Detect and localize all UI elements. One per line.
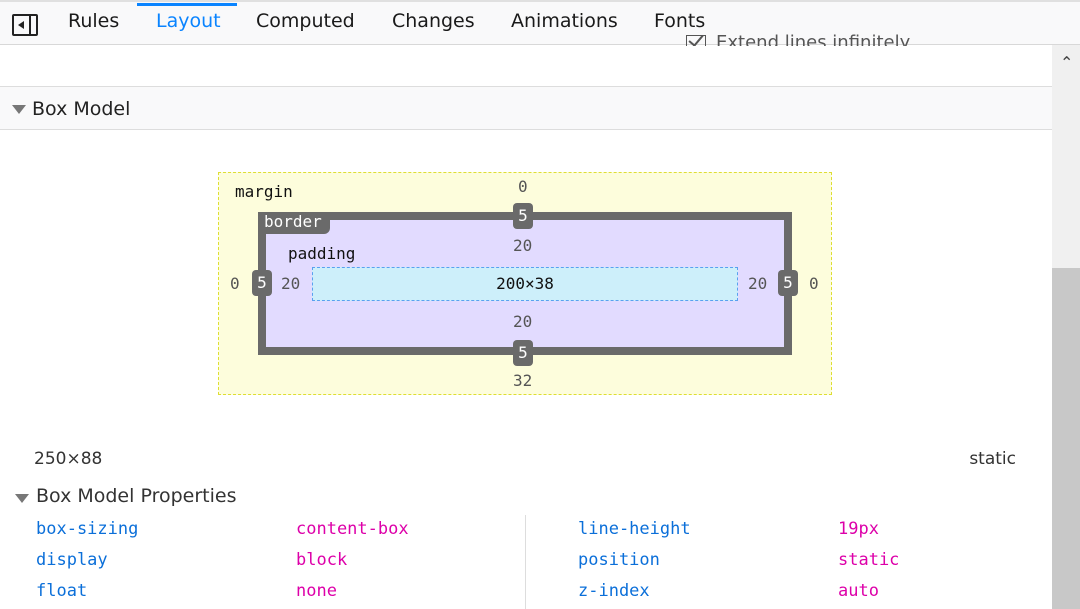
collapse-triangle-icon xyxy=(12,105,26,114)
tab-fonts[interactable]: Fonts xyxy=(654,10,706,32)
prop-name: float xyxy=(36,581,88,601)
tab-changes[interactable]: Changes xyxy=(392,10,475,32)
prop-value: none xyxy=(296,581,337,601)
prop-value: content-box xyxy=(296,519,409,539)
margin-top[interactable]: 0 xyxy=(518,177,528,196)
column-divider xyxy=(525,515,526,609)
margin-left[interactable]: 0 xyxy=(230,274,240,293)
box-model-title: Box Model xyxy=(32,98,131,120)
prop-value: static xyxy=(838,550,900,570)
prop-name: line-height xyxy=(578,519,691,539)
padding-right[interactable]: 20 xyxy=(748,274,768,293)
content-box: 200×38 xyxy=(312,267,738,301)
tab-layout[interactable]: Layout xyxy=(156,10,221,32)
margin-bottom[interactable]: 32 xyxy=(513,371,533,390)
extend-lines-label: Extend lines infinitely xyxy=(716,32,911,46)
padding-left[interactable]: 20 xyxy=(281,274,301,293)
element-size: 250×88 xyxy=(34,449,103,469)
extend-lines-option[interactable]: Extend lines infinitely xyxy=(686,32,910,46)
padding-top[interactable]: 20 xyxy=(513,236,533,255)
scrollbar[interactable]: ⌃ xyxy=(1052,45,1080,609)
box-model-header[interactable]: Box Model xyxy=(0,86,1052,130)
box-model-properties-title[interactable]: Box Model Properties xyxy=(36,485,237,507)
tab-rules[interactable]: Rules xyxy=(68,10,120,32)
element-position: static xyxy=(969,449,1016,469)
prop-value: auto xyxy=(838,581,879,601)
prop-name: z-index xyxy=(578,581,650,601)
scroll-up-icon[interactable]: ⌃ xyxy=(1060,53,1074,72)
collapse-triangle-icon[interactable] xyxy=(15,494,29,503)
prop-name: display xyxy=(36,550,108,570)
prop-value: block xyxy=(296,550,348,570)
border-top[interactable]: 5 xyxy=(513,203,533,229)
border-bottom[interactable]: 5 xyxy=(513,340,533,366)
border-right[interactable]: 5 xyxy=(778,270,798,296)
margin-right[interactable]: 0 xyxy=(809,274,819,293)
border-left[interactable]: 5 xyxy=(252,270,272,296)
margin-label: margin xyxy=(235,182,293,201)
tab-computed[interactable]: Computed xyxy=(256,10,355,32)
tab-bar: Rules Layout Computed Changes Animations… xyxy=(0,0,1080,45)
sidebar-toggle-icon[interactable] xyxy=(12,14,38,36)
border-label: border xyxy=(258,212,330,234)
prop-value: 19px xyxy=(838,519,879,539)
padding-bottom[interactable]: 20 xyxy=(513,312,533,331)
prop-name: position xyxy=(578,550,660,570)
active-tab-indicator xyxy=(137,3,237,6)
scrollbar-thumb[interactable] xyxy=(1052,268,1080,609)
prop-name: box-sizing xyxy=(36,519,139,539)
padding-label: padding xyxy=(288,244,356,263)
checkbox-icon[interactable] xyxy=(686,35,706,46)
tab-animations[interactable]: Animations xyxy=(511,10,618,32)
